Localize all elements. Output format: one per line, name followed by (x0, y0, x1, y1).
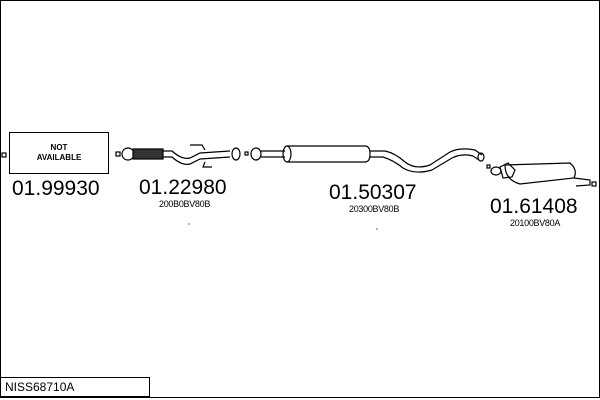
diagram-code: NISS68710A (0, 377, 150, 397)
middle-silencer-part[interactable] (261, 145, 485, 173)
front-pipe-part[interactable] (121, 144, 262, 168)
oem-number: 200B0BV80B (159, 199, 211, 209)
part-number[interactable]: 01.50307 (329, 181, 417, 204)
oem-number: 20100BV80A (510, 218, 561, 228)
connector-icon (1, 152, 7, 158)
connector-icon (115, 151, 121, 157)
oem-number: 20300BV80B (349, 204, 400, 214)
part-number[interactable]: 01.61408 (490, 195, 578, 218)
part-number[interactable]: 01.22980 (139, 176, 227, 199)
rear-silencer-part[interactable] (486, 162, 597, 187)
part-number[interactable]: 01.99930 (12, 177, 100, 200)
